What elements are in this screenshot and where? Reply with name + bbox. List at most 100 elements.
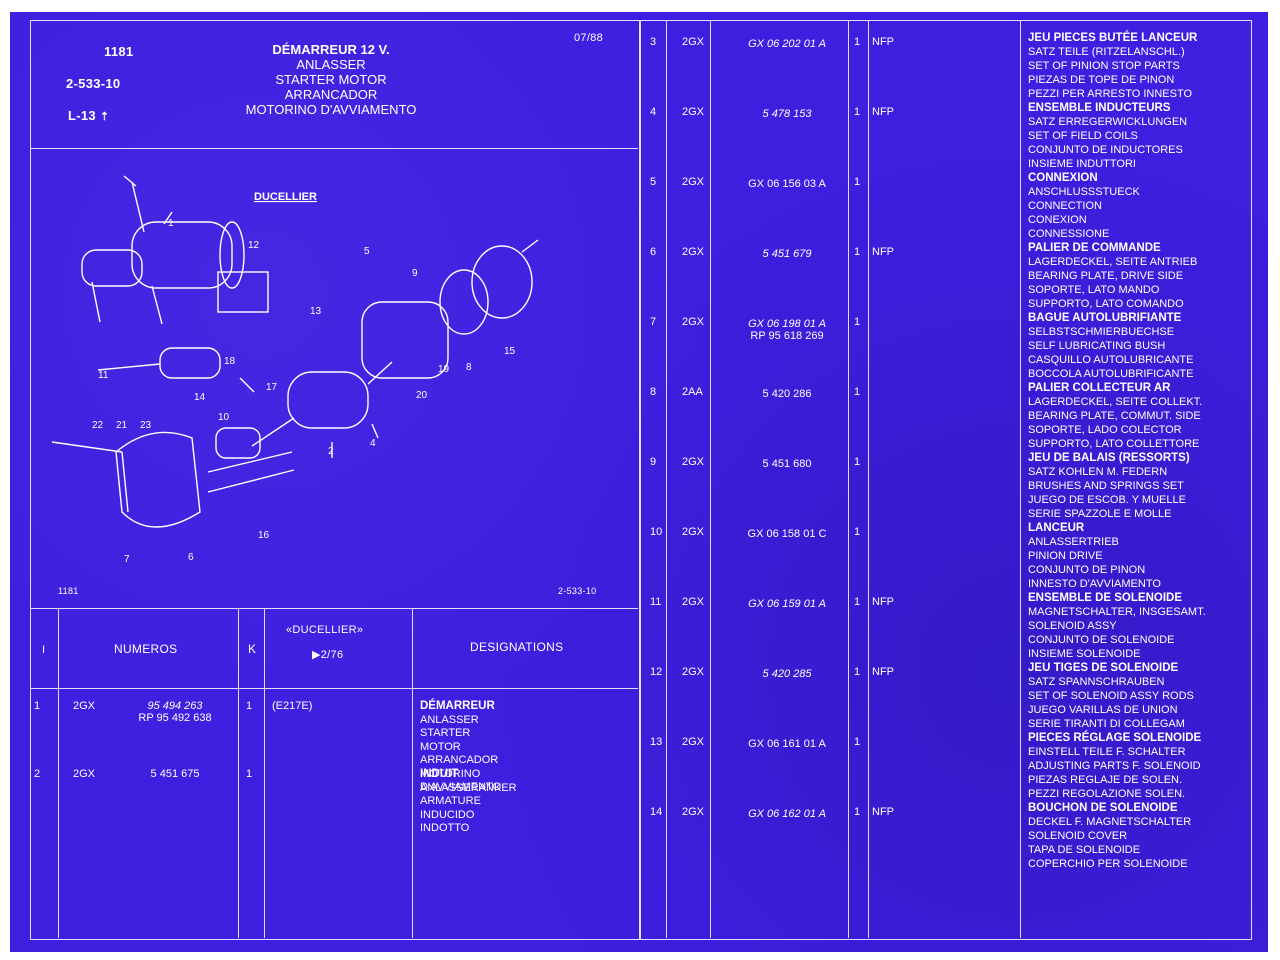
des-line: JEU TIGES DE SOLENOIDE <box>1028 662 1179 674</box>
des-line: STARTER MOTOR <box>420 727 471 753</box>
des-line: MAGNETSCHALTER, INSGESAMT. <box>1028 605 1206 618</box>
des-line: CONNECTION <box>1028 199 1102 212</box>
des-line: SATZ KOHLEN M. FEDERN <box>1028 465 1168 478</box>
des-line: BEARING PLATE, COMMUT. SIDE <box>1028 409 1201 422</box>
row-quantity: 1 <box>854 386 861 398</box>
row-code: 2GX <box>682 316 705 328</box>
ref-line: 5 478 153 <box>762 108 812 120</box>
des-line: TAPA DE SOLENOIDE <box>1028 843 1141 856</box>
row-index: 2 <box>34 768 41 780</box>
row-quantity: 1 <box>854 176 861 188</box>
title-es: ARRANCADOR <box>284 87 378 102</box>
des-line: PIEZAS DE TOPE DE PINON <box>1028 73 1175 86</box>
row-quantity: 1 <box>854 246 861 258</box>
callout-20: 20 <box>416 390 428 401</box>
row-quantity: 1 <box>854 106 861 118</box>
right-col-line-4 <box>868 20 869 938</box>
row-code: 2GX <box>73 768 96 780</box>
row-k: NFP <box>872 806 894 818</box>
title-it: MOTORINO D'AVVIAMENTO <box>245 102 417 117</box>
row-code: 2GX <box>682 666 705 678</box>
ref-line: RP 95 618 269 <box>750 330 824 342</box>
des-line: DECKEL F. MAGNETSCHALTER <box>1028 815 1192 828</box>
des-line: SATZ TEILE (RITZELANSCHL.) <box>1028 45 1185 58</box>
leader-4 <box>371 423 379 439</box>
col-header-index: I <box>42 644 46 656</box>
row-code: 2GX <box>682 246 705 258</box>
row-code: 2GX <box>73 700 96 712</box>
ref-line: RP 95 492 638 <box>138 712 212 724</box>
callout-22: 22 <box>92 420 104 431</box>
des-line: SATZ ERREGERWICKLUNGEN <box>1028 115 1188 128</box>
left-table-header-divider <box>30 688 638 689</box>
des-line: PEZZI PER ARRESTO INNESTO <box>1028 87 1193 100</box>
callout-21: 21 <box>116 420 128 431</box>
ref-line: GX 06 156 03 A <box>748 178 826 190</box>
callout-7: 7 <box>124 554 130 565</box>
row-quantity: 1 <box>854 526 861 538</box>
starter-end-shape <box>219 221 245 289</box>
row-index: 9 <box>650 456 657 468</box>
row-index: 12 <box>650 666 663 678</box>
row-quantity: 1 <box>854 456 861 468</box>
tab-code-text: L-13 <box>68 108 96 123</box>
part-16-rods <box>207 451 295 493</box>
parts-catalog-sheet: 1181 2-533-10 L-13 ⇡ 07/88 DÉMARREUR 12 … <box>10 12 1268 952</box>
callout-1: 1 <box>168 218 174 229</box>
callout-12: 12 <box>248 240 260 251</box>
exploded-view-diagram: DUCELLIER 1 2 4 5 6 7 8 9 10 11 12 13 14… <box>51 175 539 565</box>
ref-line: 5 451 675 <box>150 768 200 780</box>
row-k: NFP <box>872 106 894 118</box>
des-line: SATZ SPANNSCHRAUBEN <box>1028 675 1165 688</box>
des-line: LAGERDECKEL, SEITE COLLEKT. <box>1028 395 1203 408</box>
right-col-line-5 <box>1020 20 1021 938</box>
row-code: 2GX <box>682 36 705 48</box>
starter-mount-shape <box>91 281 163 325</box>
des-line: SOLENOID ASSY <box>1028 619 1117 632</box>
row-index: 7 <box>650 316 657 328</box>
callout-6: 6 <box>188 552 194 563</box>
part-22-bolt <box>51 441 129 513</box>
des-line: LAGERDECKEL, SEITE ANTRIEB <box>1028 255 1198 268</box>
callout-14: 14 <box>194 392 206 403</box>
row-reference: 5 420 286 <box>722 388 852 400</box>
des-line: BAGUE AUTOLUBRIFIANTE <box>1028 312 1182 324</box>
diagram-footer-left: 1181 <box>58 586 79 596</box>
left-col-line-4 <box>412 608 413 938</box>
row-k: NFP <box>872 36 894 48</box>
des-line: CONJUNTO DE INDUCTORES <box>1028 143 1183 156</box>
row-code: 2GX <box>682 176 705 188</box>
row-code: 2GX <box>682 456 705 468</box>
des-line: JUEGO DE ESCOB. Y MUELLE <box>1028 493 1186 506</box>
row-reference: 5 478 153 <box>722 108 852 120</box>
row-code: 2GX <box>682 736 705 748</box>
des-line: SERIE TIRANTI DI COLLEGAM <box>1028 717 1185 730</box>
title-de: ANLASSER <box>296 57 366 72</box>
right-col-line-2 <box>710 20 711 938</box>
des-line: BEARING PLATE, DRIVE SIDE <box>1028 269 1184 282</box>
des-line: SOLENOID COVER <box>1028 829 1128 842</box>
row-reference: GX 06 202 01 A <box>722 38 852 50</box>
starter-solenoid-shape <box>81 249 143 287</box>
callout-16: 16 <box>258 530 270 541</box>
callout-11: 11 <box>98 370 109 381</box>
callout-17: 17 <box>266 382 278 393</box>
part-12-brace <box>217 271 269 313</box>
row-quantity: 1 <box>246 768 253 780</box>
diagram-brand-label: DUCELLIER <box>254 191 317 203</box>
right-panel-frame <box>640 20 1252 940</box>
row-index: 1 <box>34 700 41 712</box>
des-line: CONJUNTO DE PINON <box>1028 563 1146 576</box>
des-line: DÉMARREUR <box>420 700 495 712</box>
row-reference: GX 06 159 01 A <box>722 598 852 610</box>
arrow-up-icon: ⇡ <box>99 111 110 123</box>
row-index: 6 <box>650 246 657 258</box>
ref-line: 5 420 285 <box>762 668 812 680</box>
right-col-line-3 <box>848 20 849 938</box>
col-header-designations: DESIGNATIONS <box>470 640 564 654</box>
